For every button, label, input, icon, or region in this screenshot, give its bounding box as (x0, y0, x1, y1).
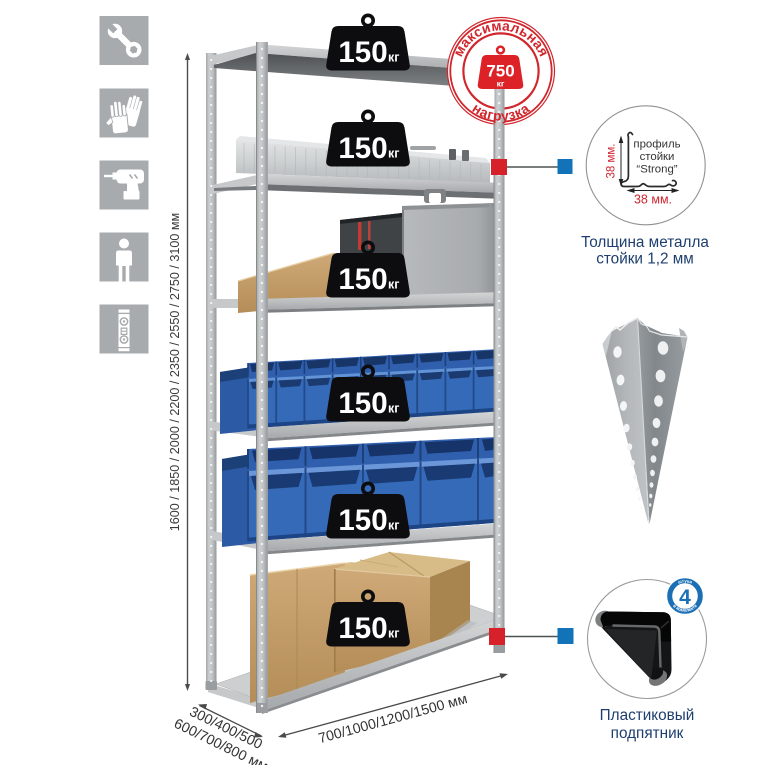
svg-text:Пластиковый: Пластиковый (600, 707, 695, 724)
svg-text:нагрузка: нагрузка (470, 100, 533, 123)
svg-text:кг: кг (388, 627, 399, 641)
svg-text:38 мм.: 38 мм. (634, 193, 672, 207)
svg-text:700/1000/1200/1500 мм: 700/1000/1200/1500 мм (317, 691, 469, 747)
svg-text:кг: кг (388, 147, 399, 161)
svg-text:профиль: профиль (633, 139, 680, 151)
svg-text:150: 150 (338, 36, 387, 69)
svg-text:“Strong”: “Strong” (636, 164, 677, 176)
svg-text:кг: кг (388, 51, 399, 65)
svg-text:в комплекте: в комплекте (672, 603, 698, 613)
svg-text:150: 150 (338, 504, 387, 537)
svg-text:150: 150 (338, 612, 387, 645)
svg-text:штуки: штуки (677, 578, 693, 584)
svg-text:150: 150 (338, 263, 387, 296)
svg-text:подпятник: подпятник (611, 725, 684, 742)
svg-text:1600 / 1850 / 2000 / 2200 / 23: 1600 / 1850 / 2000 / 2200 / 2350 / 2550 … (168, 213, 182, 531)
svg-text:Толщина металла: Толщина металла (581, 234, 709, 251)
svg-text:стойки: стойки (640, 151, 675, 163)
svg-text:38 мм.: 38 мм. (606, 144, 618, 179)
svg-text:750: 750 (486, 62, 514, 81)
svg-text:кг: кг (388, 519, 399, 533)
svg-text:150: 150 (338, 132, 387, 165)
svg-text:150: 150 (338, 387, 387, 420)
svg-text:4: 4 (679, 586, 691, 609)
svg-text:кг: кг (497, 79, 505, 89)
svg-text:кг: кг (388, 278, 399, 292)
svg-text:стойки 1,2 мм: стойки 1,2 мм (596, 251, 694, 268)
svg-text:кг: кг (388, 402, 399, 416)
